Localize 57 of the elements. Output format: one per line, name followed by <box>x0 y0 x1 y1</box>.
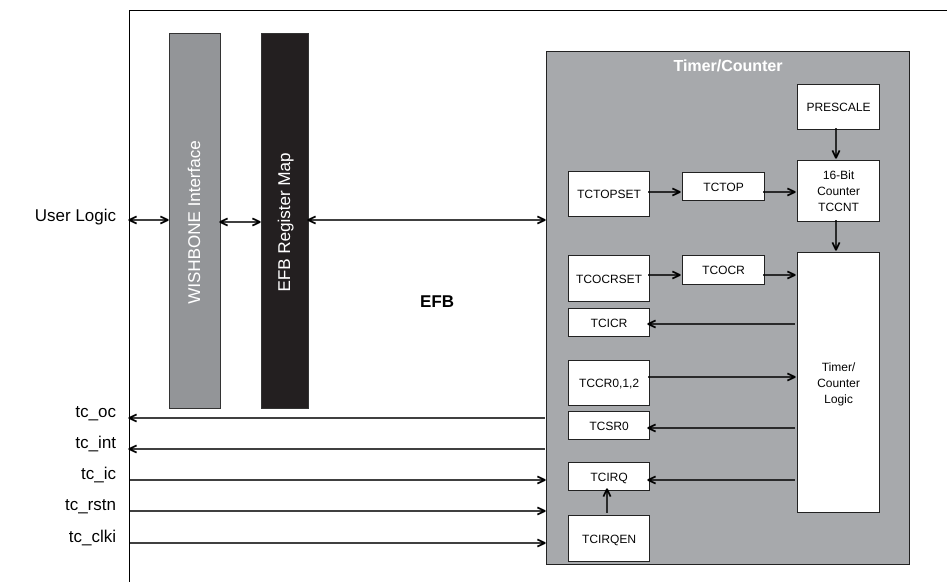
register-name: TCICR <box>590 314 628 330</box>
signal-label: tc_ic <box>81 464 116 484</box>
vertical-label: EFB Register Map <box>275 152 295 292</box>
arrow <box>832 220 840 251</box>
signal-label: tc_clki <box>68 527 116 547</box>
arrow <box>763 188 796 196</box>
arrow <box>648 270 681 280</box>
register-box <box>682 255 765 285</box>
arrow <box>648 372 796 382</box>
signal-label: User Logic <box>34 206 116 226</box>
block-outline <box>129 10 947 582</box>
arrow <box>602 488 612 513</box>
register-box <box>797 252 880 513</box>
interface-bar <box>169 33 221 409</box>
register-name: TCCR0,1,2 <box>578 375 640 391</box>
arrow <box>128 444 545 454</box>
arrow <box>832 128 840 159</box>
signal-label: tc_int <box>75 433 116 453</box>
arrow <box>128 216 169 224</box>
vertical-label: WISHBONE Interface <box>185 140 205 304</box>
register-box <box>568 411 650 440</box>
arrow <box>647 424 795 432</box>
arrow <box>128 414 545 422</box>
register-name: TCSR0 <box>588 418 630 434</box>
register-name: 16-Bit Counter TCCNT <box>816 167 861 215</box>
register-name: TCOCRSET <box>576 270 642 286</box>
arrow <box>129 506 546 516</box>
panel-title: Timer/Counter <box>673 58 783 76</box>
signal-label: tc_oc <box>75 402 116 422</box>
register-box <box>568 515 650 562</box>
register-box <box>568 360 650 406</box>
arrow <box>219 218 261 226</box>
arrow <box>648 188 681 196</box>
register-name: TCIRQ <box>589 468 629 484</box>
register-name: TCTOP <box>702 178 745 194</box>
register-box <box>568 171 650 217</box>
arrow <box>647 476 795 484</box>
register-name: TCTOPSET <box>576 186 642 202</box>
block-title: EFB <box>420 292 454 312</box>
register-name: Timer/ Counter Logic <box>816 358 861 406</box>
register-box <box>568 255 650 302</box>
register-name: TCOCR <box>701 262 746 278</box>
register-box <box>568 462 650 491</box>
arrow <box>307 216 546 224</box>
module-panel <box>546 51 910 565</box>
register-name: TCIRQEN <box>581 530 637 546</box>
register-box <box>797 84 880 130</box>
arrow <box>763 270 796 280</box>
arrow <box>129 476 546 484</box>
arrow <box>129 538 546 548</box>
arrow <box>647 320 795 328</box>
register-map-bar <box>261 33 309 409</box>
register-box <box>797 160 880 222</box>
register-box <box>568 308 650 337</box>
register-name: PRESCALE <box>805 99 872 115</box>
signal-label: tc_rstn <box>64 495 116 515</box>
register-box <box>682 172 765 201</box>
